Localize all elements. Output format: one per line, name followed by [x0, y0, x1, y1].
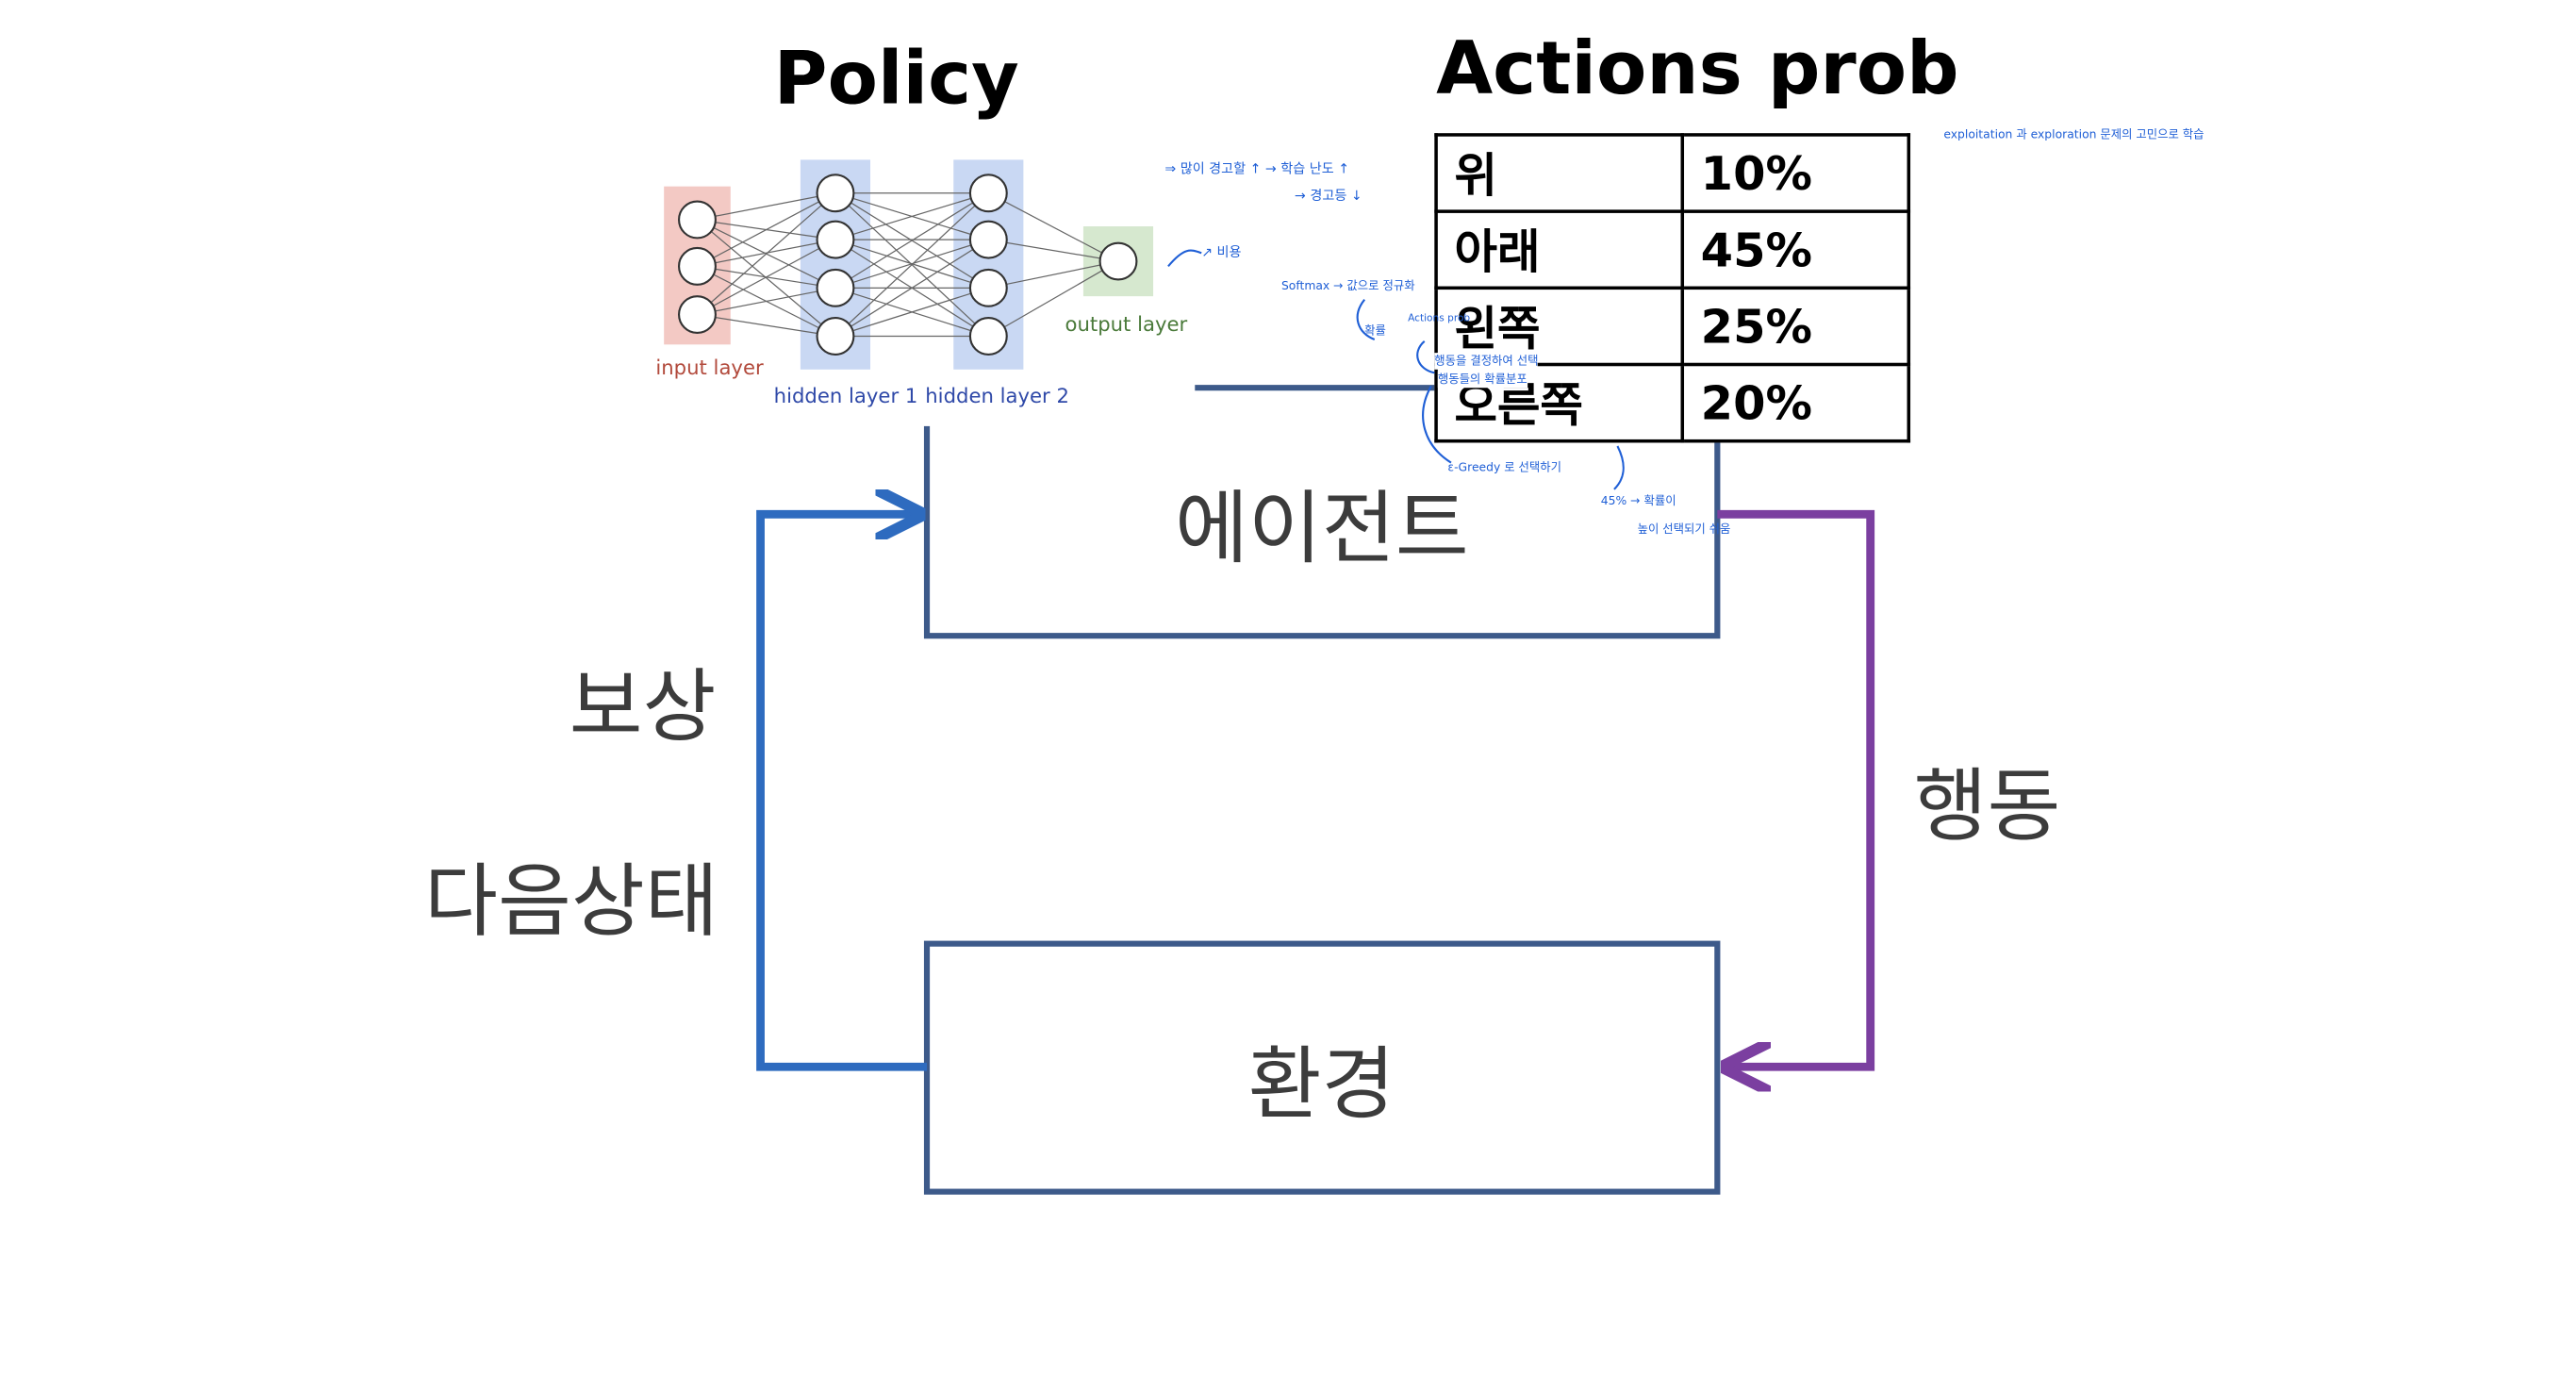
annotation-text: → 경고등 ↓: [1295, 188, 1362, 204]
hidden1-node: [816, 220, 855, 259]
input-node: [678, 200, 717, 240]
input-node: [678, 295, 717, 335]
hidden2-node: [968, 317, 1008, 356]
reward-label: 보상: [569, 660, 717, 754]
action-arrow: [1717, 509, 1875, 1067]
actions-prob-table: 위 10% 아래 45% 왼쪽 25% 오른쪽 20%: [1434, 133, 1911, 443]
annotation-text: ε-Greedy 로 선택하기: [1447, 460, 1561, 474]
table-row: 위 10%: [1434, 133, 1911, 213]
annotation-text: 확률: [1364, 324, 1386, 339]
action-label: 행동: [1913, 760, 2061, 854]
annotation-text: 45% → 확률이: [1600, 494, 1676, 508]
input-layer-label: input layer: [655, 356, 764, 380]
network-graph: [664, 159, 1154, 370]
annotation-text: Softmax → 값으로 정규화: [1280, 279, 1415, 293]
annotation-text: 행동들의 확률분포: [1437, 371, 1527, 389]
action-cell: 위: [1434, 133, 1685, 213]
hidden2-layer-label: hidden layer 2: [925, 384, 1069, 408]
hidden2-node: [968, 220, 1008, 259]
annotation-text: exploitation 과 exploration 문제의 고민으로 학습: [1943, 127, 2204, 142]
annotation-curve: [1167, 249, 1202, 268]
annotation-curve: [1422, 385, 1452, 464]
prob-cell: 45%: [1680, 209, 1911, 290]
annotation-text: 높이 선택되기 쉬움: [1637, 522, 1731, 537]
prob-cell: 20%: [1680, 362, 1911, 443]
hidden1-node: [816, 174, 855, 213]
prob-cell: 10%: [1680, 133, 1911, 213]
hidden2-node: [968, 174, 1008, 213]
hidden1-layer-label: hidden layer 1: [773, 384, 918, 408]
annotation-text: ⇒ 많이 경고할 ↑ → 학습 난도 ↑: [1164, 161, 1350, 177]
annotation-text: ↗ 비용: [1201, 244, 1242, 260]
annotation-curve: [1416, 339, 1435, 374]
prob-cell: 25%: [1680, 286, 1911, 367]
environment-label: 환경: [1247, 1038, 1395, 1133]
action-cell: 아래: [1434, 209, 1685, 290]
annotation-curve: [1356, 299, 1376, 341]
table-row: 왼쪽 25%: [1434, 286, 1911, 367]
output-node: [1098, 241, 1138, 281]
neural-network-figure: input layer hidden layer 1 hidden layer …: [636, 146, 1196, 426]
input-node: [678, 246, 717, 286]
annotation-text: Actions prob: [1408, 312, 1471, 325]
hidden1-node: [816, 317, 855, 356]
hidden2-node: [968, 268, 1008, 307]
action-cell: 왼쪽: [1434, 286, 1685, 367]
annotation-text: 행동을 결정하여 선택: [1434, 353, 1539, 370]
annotation-curve: [1613, 445, 1625, 490]
table-row: 아래 45%: [1434, 209, 1911, 290]
agent-label: 에이전트: [1174, 482, 1469, 576]
hidden1-node: [816, 268, 855, 307]
reward-arrow: [756, 514, 928, 1071]
network-nodes: [678, 174, 1138, 356]
policy-title: Policy: [773, 36, 1019, 122]
actions-prob-title: Actions prob: [1436, 26, 1959, 112]
output-layer-label: output layer: [1065, 312, 1188, 337]
network-connections: [697, 192, 1119, 338]
next-state-label: 다음상태: [424, 855, 718, 949]
